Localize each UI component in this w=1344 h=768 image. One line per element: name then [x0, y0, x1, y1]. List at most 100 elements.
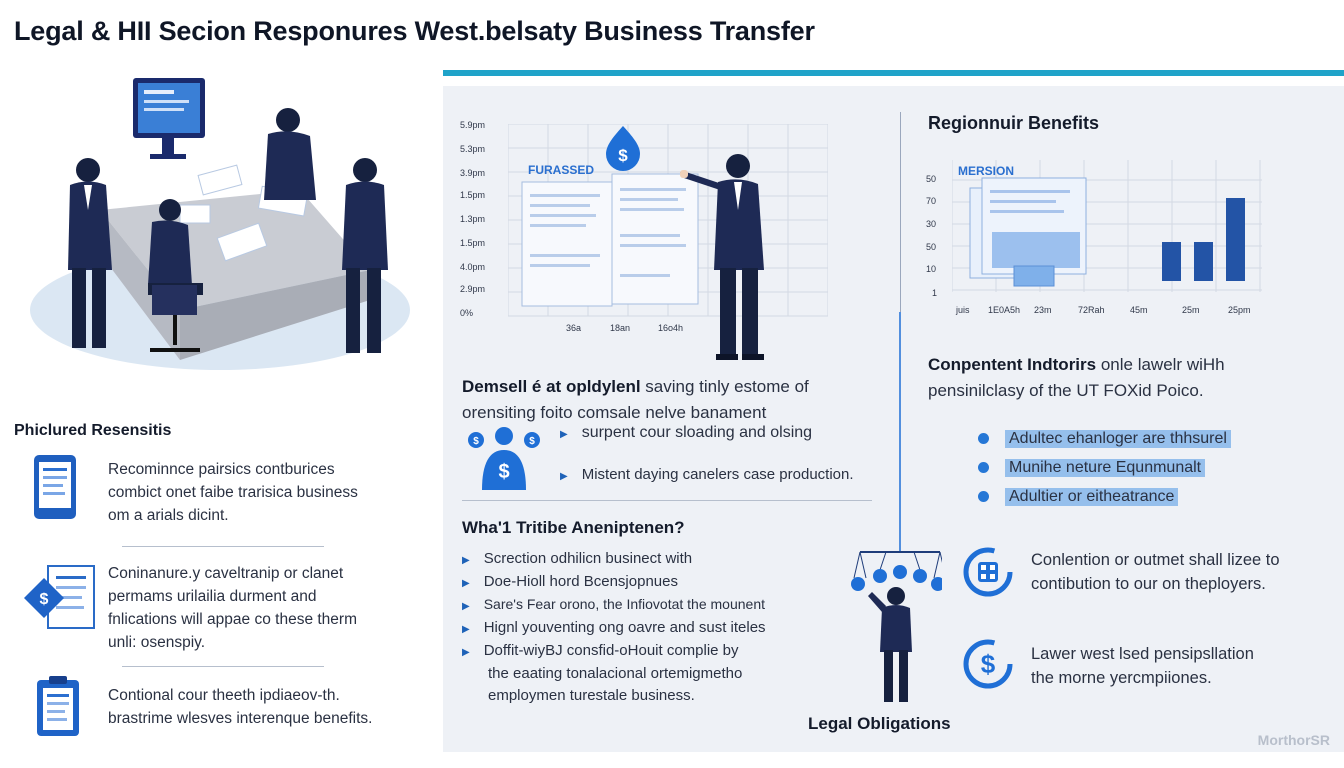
y-tick-label: 5.9pm	[460, 120, 486, 130]
list-item-continuation: employmen turestale business.	[488, 687, 695, 704]
middle-question-heading: Wha'1 Tritibe Aneniptenen?	[462, 518, 685, 537]
feature-line: Conlention or outmet shall lizee to	[1031, 551, 1280, 569]
x-tick-label: 25pm	[1228, 305, 1251, 315]
chart-right-bar	[1162, 242, 1181, 281]
list-item: ▶Screction odhilicn businect with	[462, 550, 766, 573]
svg-text:$: $	[498, 461, 509, 483]
triangle-bullet-icon: ▶	[462, 555, 470, 566]
triangle-bullet-icon: ▶	[462, 647, 470, 658]
left-item-2-line: Coninanure.y caveltranip or clanet	[108, 565, 344, 582]
middle-bullet-a-2: ▶ Mistent daying canelers case production…	[560, 466, 854, 483]
triangle-bullet-icon: ▶	[462, 578, 470, 589]
middle-intro: Demsell é at opldylenl saving tinly esto…	[462, 374, 809, 426]
bullet-text: Sare's Fear orono, the Infiovotat the mo…	[483, 596, 765, 612]
bullet-text: Mistent daying canelers case production.	[581, 466, 854, 483]
x-tick-label: 23m	[1034, 305, 1052, 315]
list-item: ▶Doe-Hioll hord Bcensjopnues	[462, 573, 766, 596]
component-heading: Conpentent Indtorirs	[928, 355, 1097, 374]
middle-intro-rest: saving tinly estome of	[640, 377, 809, 396]
left-item-2-line: fnlications will appae co these therm	[108, 611, 357, 628]
chart-right-doc-label: MERSION	[958, 164, 1015, 178]
x-tick-label: 45m	[1130, 305, 1148, 315]
triangle-bullet-icon: ▶	[560, 429, 568, 440]
y-tick-label: 1.5pm	[460, 190, 486, 200]
highlight-text: Adultec ehanloger are thhsurel	[1005, 429, 1231, 448]
left-item-1-text: Recominnce pairsics contburices combict …	[108, 458, 358, 527]
x-tick-label: juis	[956, 305, 970, 315]
left-item-1-line: Recominnce pairsics contburices	[108, 461, 335, 478]
chart-left-y-axis: 5.9pm 5.3pm 3.9pm 1.5pm 1.3pm 1.5pm 4.0p…	[460, 120, 500, 320]
y-tick-label: 50	[926, 174, 937, 184]
chart-left-grid: $	[508, 124, 828, 317]
clipboard-icon	[34, 676, 82, 738]
legal-obligations-label: Legal Obligations	[808, 714, 951, 733]
y-tick-label: 2.9pm	[460, 284, 486, 294]
middle-bullet-list: ▶Screction odhilicn businect with ▶Doe-H…	[462, 550, 766, 709]
y-tick-label: 50	[926, 242, 937, 252]
feature-line: contibution to our on theployers.	[1031, 575, 1266, 593]
balance-scale-person-illustration	[851, 312, 942, 702]
y-tick-label: 1.3pm	[460, 214, 486, 224]
middle-divider	[462, 500, 872, 501]
triangle-bullet-icon: ▶	[462, 624, 470, 635]
list-item: ▶ Sare's Fear orono, the Infiovotat the m…	[462, 596, 766, 619]
left-divider	[122, 666, 324, 667]
feature-line: Lawer west lsed pensipsllation	[1031, 645, 1254, 663]
y-tick-label: 10	[926, 264, 937, 274]
bullet-text: surpent cour sloading and olsing	[581, 424, 813, 441]
feature-2-text: Lawer west lsed pensipsllation the morne…	[1031, 642, 1254, 690]
left-item-2-line: unli: osenspiy.	[108, 634, 206, 651]
y-tick-label: 30	[926, 219, 937, 229]
highlight-list: Adultec ehanloger are thhsurel Munihe ne…	[978, 424, 1231, 511]
presenter-illustration	[680, 154, 764, 360]
x-tick-label: 72Rah	[1078, 305, 1105, 315]
panel-divider	[900, 112, 901, 312]
component-text: Conpentent Indtorirs onle lawelr wiHh pe…	[928, 352, 1225, 404]
list-item: Adultier or eitheatrance	[978, 482, 1231, 511]
document-diamond-icon: $	[20, 562, 100, 634]
bullet-dot-icon	[978, 491, 989, 502]
list-item: ▶ Hignl youventing ong oavre and sust ite…	[462, 619, 766, 642]
component-rest: onle lawelr wiHh	[1096, 355, 1225, 374]
bullet-text: Hignl youventing ong oavre and sust itel…	[483, 619, 766, 636]
bullet-dot-icon	[978, 433, 989, 444]
dollar-person-icon: $ $ $	[468, 427, 540, 490]
feature-1-text: Conlention or outmet shall lizee to cont…	[1031, 548, 1280, 596]
chart-right-bar	[1194, 242, 1213, 281]
office-meeting-illustration	[30, 78, 410, 370]
feature-line: the morne yercmpiiones.	[1031, 669, 1212, 687]
left-item-3-line: Contional cour theeth ipdiaeov-th.	[108, 687, 340, 704]
svg-text:$: $	[473, 436, 479, 447]
accent-bar	[443, 70, 1344, 76]
y-tick-label: 70	[926, 196, 937, 206]
chart-left-doc-label: FURASSED	[528, 163, 595, 177]
svg-text:$: $	[40, 591, 49, 608]
y-tick-label: 1.5pm	[460, 238, 486, 248]
x-tick-label: 1E0A5h	[988, 305, 1021, 315]
left-section-heading: Phiclured Resensitis	[14, 422, 172, 439]
x-tick-label: 16o4h	[658, 323, 684, 333]
x-tick-label: 25m	[1182, 305, 1200, 315]
highlight-text: Munihe neture Equnmunalt	[1005, 458, 1206, 477]
right-heading: Regionnuir Benefits	[928, 113, 1100, 133]
chart-right-grid	[952, 160, 1262, 292]
bullet-dot-icon	[978, 462, 989, 473]
svg-text:$: $	[981, 649, 996, 679]
svg-text:$: $	[618, 146, 628, 165]
left-item-1-line: combict onet faibe trarisica business	[108, 484, 358, 501]
left-divider	[122, 546, 324, 547]
highlight-text: Adultier or eitheatrance	[1005, 487, 1179, 506]
y-tick-label: 0%	[460, 308, 474, 318]
y-tick-label: 4.0pm	[460, 262, 486, 272]
component-line2: pensinilclasy of the UT FOXid Poico.	[928, 381, 1204, 400]
y-tick-label: 5.3pm	[460, 144, 486, 154]
triangle-bullet-icon: ▶	[560, 471, 568, 482]
x-tick-label: 18an	[610, 323, 631, 333]
building-gear-icon	[963, 547, 1013, 597]
page-title: Legal & HII Secion Responures West.belsa…	[14, 16, 815, 46]
triangle-bullet-icon: ▶	[462, 601, 470, 612]
left-item-2-text: Coninanure.y caveltranip or clanet perma…	[108, 562, 357, 654]
list-item-continuation: the eaating tonalacional ortemigmetho	[488, 665, 743, 682]
left-item-3-line: brastrime wlesves interenque benefits.	[108, 710, 373, 727]
list-item: Adultec ehanloger are thhsurel	[978, 424, 1231, 453]
